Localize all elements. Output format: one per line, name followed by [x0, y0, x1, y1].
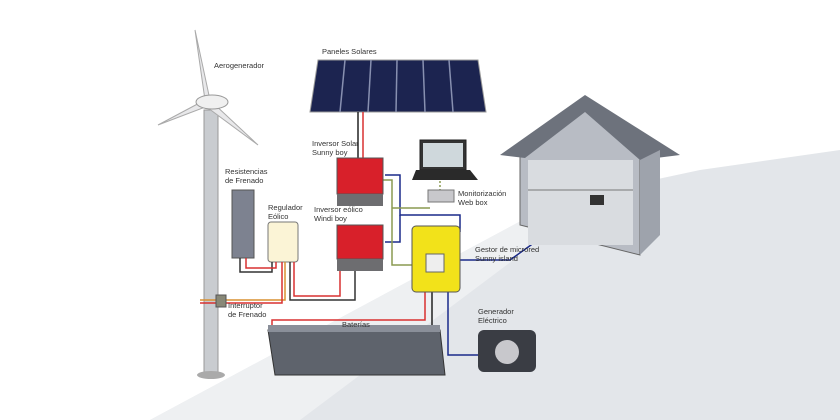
- label-line: de Frenado: [225, 176, 264, 185]
- label-line: Web box: [458, 198, 488, 207]
- wind-turbine: [157, 29, 259, 379]
- battery-bank: [267, 325, 446, 376]
- label-line: Gestor de microred: [475, 245, 540, 254]
- label-line: Eólico: [268, 212, 289, 221]
- label-line: Eléctrico: [478, 316, 507, 325]
- label-line: Regulador: [268, 203, 303, 212]
- label-solar-panels: Paneles Solares: [322, 47, 377, 56]
- label-line: de Frenado: [228, 310, 267, 319]
- wind-regulator: [267, 221, 299, 263]
- label-wind-turbine: Aerogenerador: [214, 61, 265, 70]
- label-line: Generador: [478, 307, 514, 316]
- label-line: Sunny island: [475, 254, 518, 263]
- label-line: Inversor eólico: [314, 205, 363, 214]
- label-line: Interruptor: [228, 301, 263, 310]
- label-line: Resistencias: [225, 167, 268, 176]
- solar-inverter: [336, 157, 384, 206]
- generator: [478, 330, 536, 372]
- solar-panels: [309, 59, 487, 160]
- web-box: [427, 189, 455, 203]
- label-batteries: Baterías: [342, 320, 370, 329]
- sunny-island: [411, 225, 461, 293]
- label-line: Inversor Solar: [312, 139, 359, 148]
- wind-inverter: [336, 224, 384, 271]
- label-line: Monitorización: [458, 189, 507, 198]
- label-line: Sunny boy: [312, 148, 348, 157]
- brake-resistors: [231, 189, 255, 259]
- laptop: [412, 139, 478, 180]
- label-line: Windi boy: [314, 214, 347, 223]
- brake-switch: [215, 294, 227, 308]
- house: [500, 95, 680, 256]
